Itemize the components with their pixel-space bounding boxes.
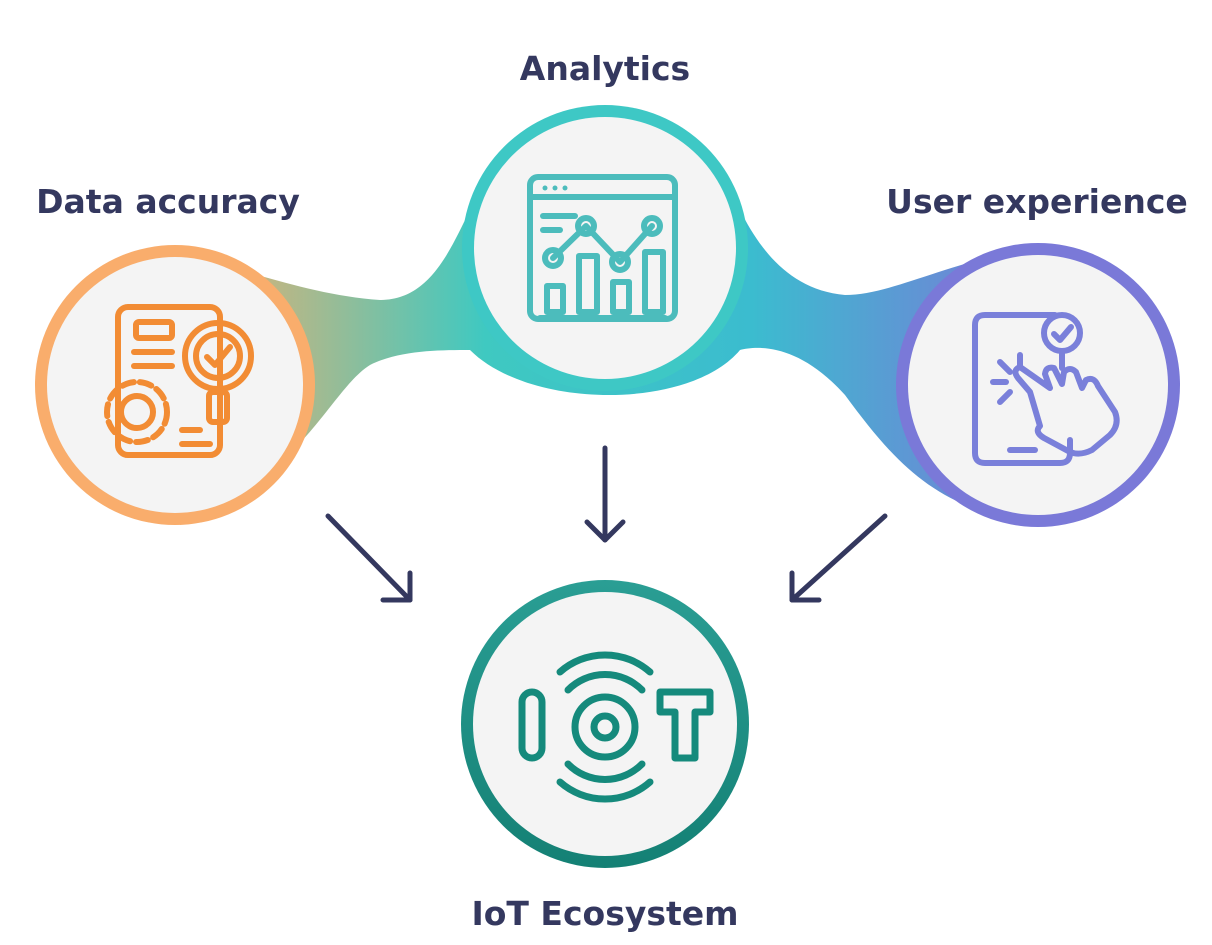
browser-line-bar-chart-icon	[527, 174, 678, 322]
iot-ecosystem-label: IoT Ecosystem	[471, 894, 738, 933]
user-experience-disc	[908, 255, 1168, 515]
phone-touch-check-icon	[972, 312, 1120, 466]
data-accuracy-node: Data accuracy	[35, 182, 315, 525]
analytics-node: Analytics	[462, 49, 748, 391]
document-gear-magnifier-check-icon	[104, 304, 254, 458]
arrow-center	[584, 445, 626, 543]
data-accuracy-disc	[47, 257, 303, 513]
iot-signal-icon	[518, 651, 714, 803]
arrow-right	[789, 513, 888, 603]
data-accuracy-label: Data accuracy	[36, 182, 300, 221]
user-experience-node: User experience	[886, 182, 1188, 527]
iot-ecosystem-node: IoT Ecosystem	[461, 580, 749, 933]
iot-ecosystem-disc	[473, 592, 737, 856]
arrow-left	[325, 513, 413, 603]
user-experience-label: User experience	[886, 182, 1188, 221]
analytics-label: Analytics	[520, 49, 690, 88]
